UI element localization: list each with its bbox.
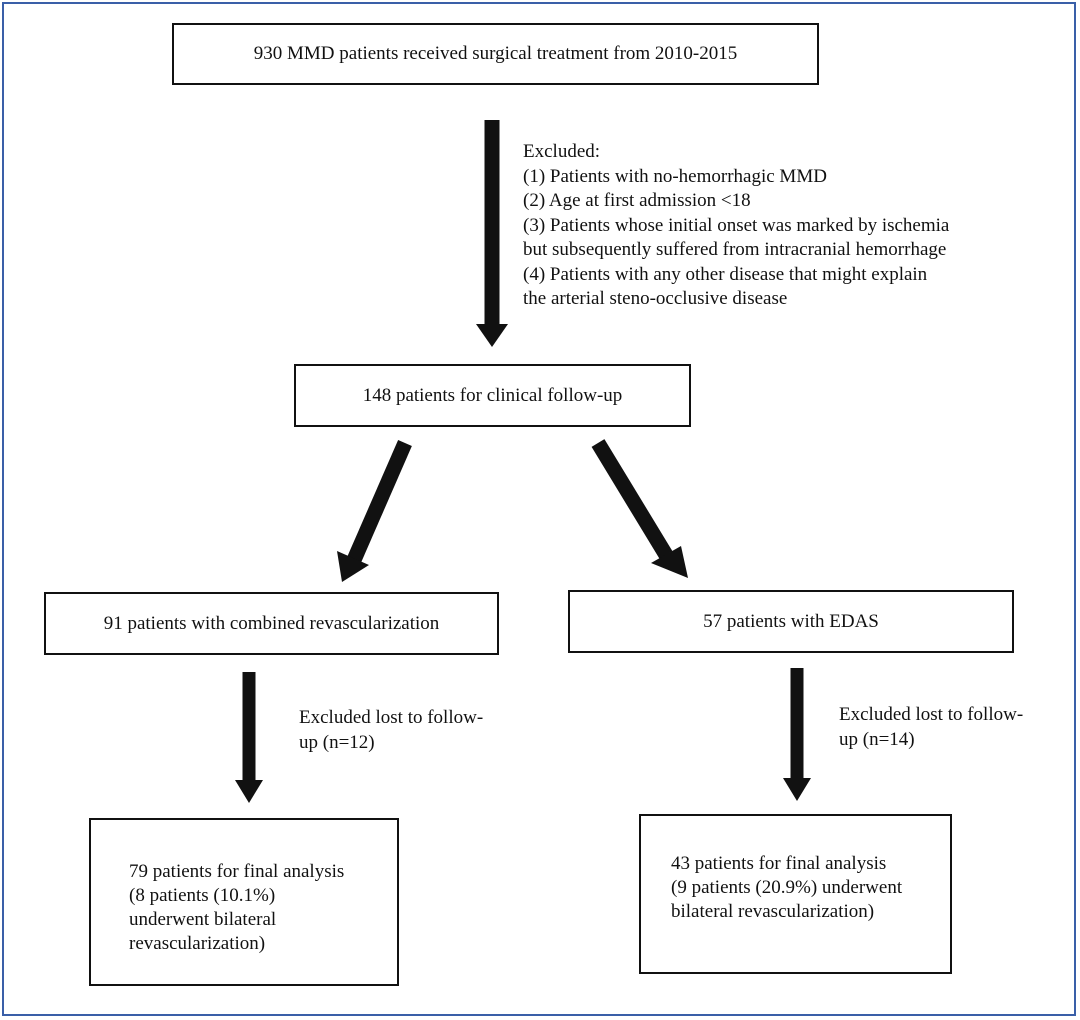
left-final-line: underwent bilateral	[129, 909, 277, 930]
arrow-followup-to-right	[591, 439, 688, 578]
left-branch-box: 91 patients with combined revascularizat…	[44, 592, 499, 655]
top-box: 930 MMD patients received surgical treat…	[172, 23, 819, 85]
arrow-followup-to-left	[337, 440, 412, 582]
right-branch-box: 57 patients with EDAS	[568, 590, 1014, 653]
right-final-line: (9 patients (20.9%) underwent	[671, 877, 903, 898]
right-excluded-line: Excluded lost to follow-	[839, 704, 1024, 725]
top-box-label: 930 MMD patients received surgical treat…	[253, 43, 738, 64]
arrow-right-to-final	[783, 668, 811, 801]
left-branch-label: 91 patients with combined revascularizat…	[103, 612, 440, 634]
left-final-line: 79 patients for final analysis	[129, 861, 345, 882]
arrow-left-to-final	[235, 672, 263, 803]
left-excluded-note: Excluded lost to follow- up (n=12)	[299, 706, 559, 755]
right-branch-label: 57 patients with EDAS	[703, 610, 879, 632]
exclusion-line: (3) Patients whose initial onset was mar…	[523, 214, 950, 236]
followup-box-label: 148 patients for clinical follow-up	[362, 384, 623, 406]
exclusion-line: the arterial steno-occlusive disease	[523, 288, 788, 309]
left-excluded-line: Excluded lost to follow-	[299, 707, 484, 728]
left-final-box: 79 patients for final analysis (8 patien…	[89, 818, 399, 986]
exclusion-note: Excluded: (1) Patients with no-hemorrhag…	[523, 140, 1043, 312]
exclusion-line: (4) Patients with any other disease that…	[523, 263, 928, 285]
followup-box: 148 patients for clinical follow-up	[294, 364, 691, 427]
exclusion-line: (1) Patients with no-hemorrhagic MMD	[523, 165, 827, 187]
exclusion-line: (2) Age at first admission <18	[523, 190, 751, 211]
left-final-line: revascularization)	[129, 933, 266, 954]
exclusion-heading: Excluded:	[523, 141, 601, 162]
exclusion-line: but subsequently suffered from intracran…	[523, 239, 947, 260]
right-final-line: bilateral revascularization)	[671, 901, 875, 922]
right-excluded-line: up (n=14)	[839, 728, 915, 750]
left-final-line: (8 patients (10.1%)	[129, 885, 276, 906]
left-excluded-line: up (n=12)	[299, 731, 375, 753]
right-final-line: 43 patients for final analysis	[671, 853, 887, 874]
arrow-top-to-followup	[476, 120, 508, 347]
right-excluded-note: Excluded lost to follow- up (n=14)	[839, 703, 1069, 752]
right-final-box: 43 patients for final analysis (9 patien…	[639, 814, 952, 974]
